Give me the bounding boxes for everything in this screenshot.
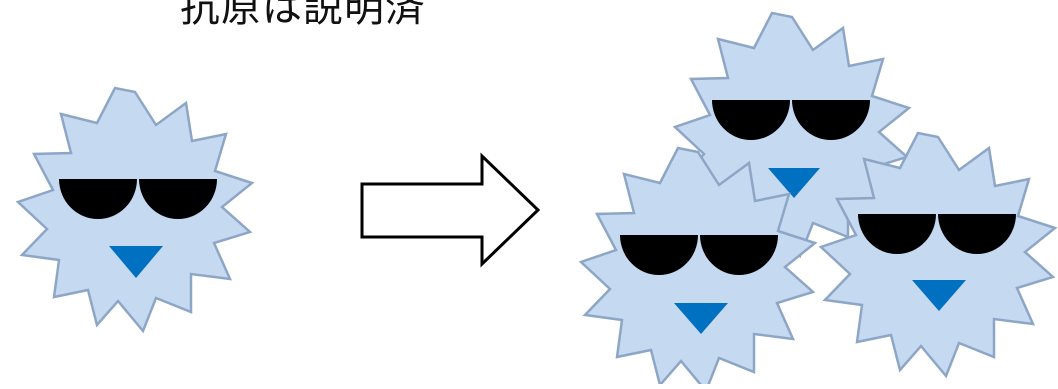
caption-text: 抗原は説明済 xyxy=(180,0,426,30)
germ-left xyxy=(18,88,252,331)
right-arrow-icon xyxy=(362,156,538,264)
germ-body-icon xyxy=(18,88,252,331)
